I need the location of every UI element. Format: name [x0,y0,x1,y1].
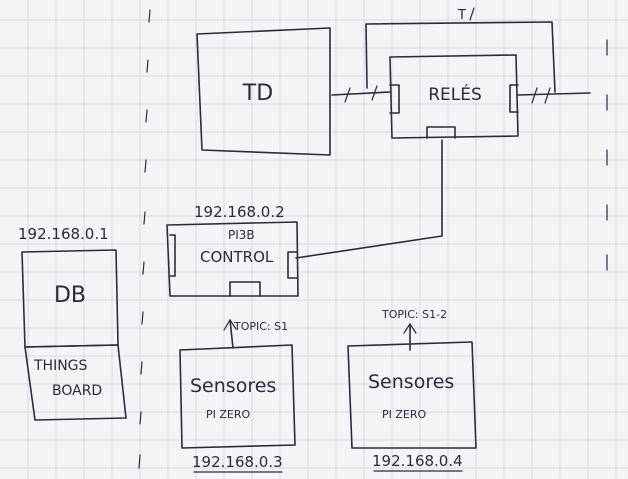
td-box: TD [196,27,331,156]
db-ip-label: 192.168.0.1 [18,225,109,243]
relay-output-wire [517,92,591,96]
sensores-1-title: Sensores [190,375,276,397]
db-box: DB [21,249,119,348]
sensores-2-title: Sensores [368,371,454,393]
thingsboard-box: THINGS BOARD [24,344,127,421]
pi3b-control-box: PI3B CONTROL [166,221,299,297]
wire-tick-1 [344,87,351,103]
pi3b-ip-label: 192.168.0.2 [194,203,285,221]
output-tick-2 [544,87,551,104]
topic-s1-arrow [229,319,234,349]
td-label: TD [242,81,273,106]
db-label: DB [54,283,86,308]
topic-s2-arrowhead [403,322,417,334]
sensores-1-board: PI ZERO [206,408,251,421]
sensores-2-ip: 192.168.0.4 [372,452,463,470]
loop-t-label: T [457,8,466,23]
separator-left [138,9,151,469]
reles-label: RELÉS [428,83,482,105]
thingsboard-line1: THINGS [33,358,88,374]
thingsboard-line2: BOARD [52,383,102,399]
sensores-2-board: PI ZERO [382,408,427,421]
pi3b-role-label: CONTROL [200,248,274,266]
output-tick-1 [531,87,538,104]
relay-loop-wire [365,21,556,93]
topic-s1-arrowhead [223,318,237,331]
sensores-2-box: Sensores PI ZERO [347,341,477,449]
pi3b-model-label: PI3B [228,228,255,242]
reles-box: RELÉS [389,54,519,139]
relay-control-wire [295,139,443,259]
topic-s1-label: TOPIC: S1 [233,320,288,333]
loop-tick [469,7,475,21]
wire-tick-2 [371,85,378,101]
sensores-1-ip: 192.168.0.3 [192,453,283,471]
td-relay-wire [331,91,391,96]
sensores-1-box: Sensores PI ZERO [179,344,296,449]
topic-s2-label: TOPIC: S1-2 [381,308,447,321]
